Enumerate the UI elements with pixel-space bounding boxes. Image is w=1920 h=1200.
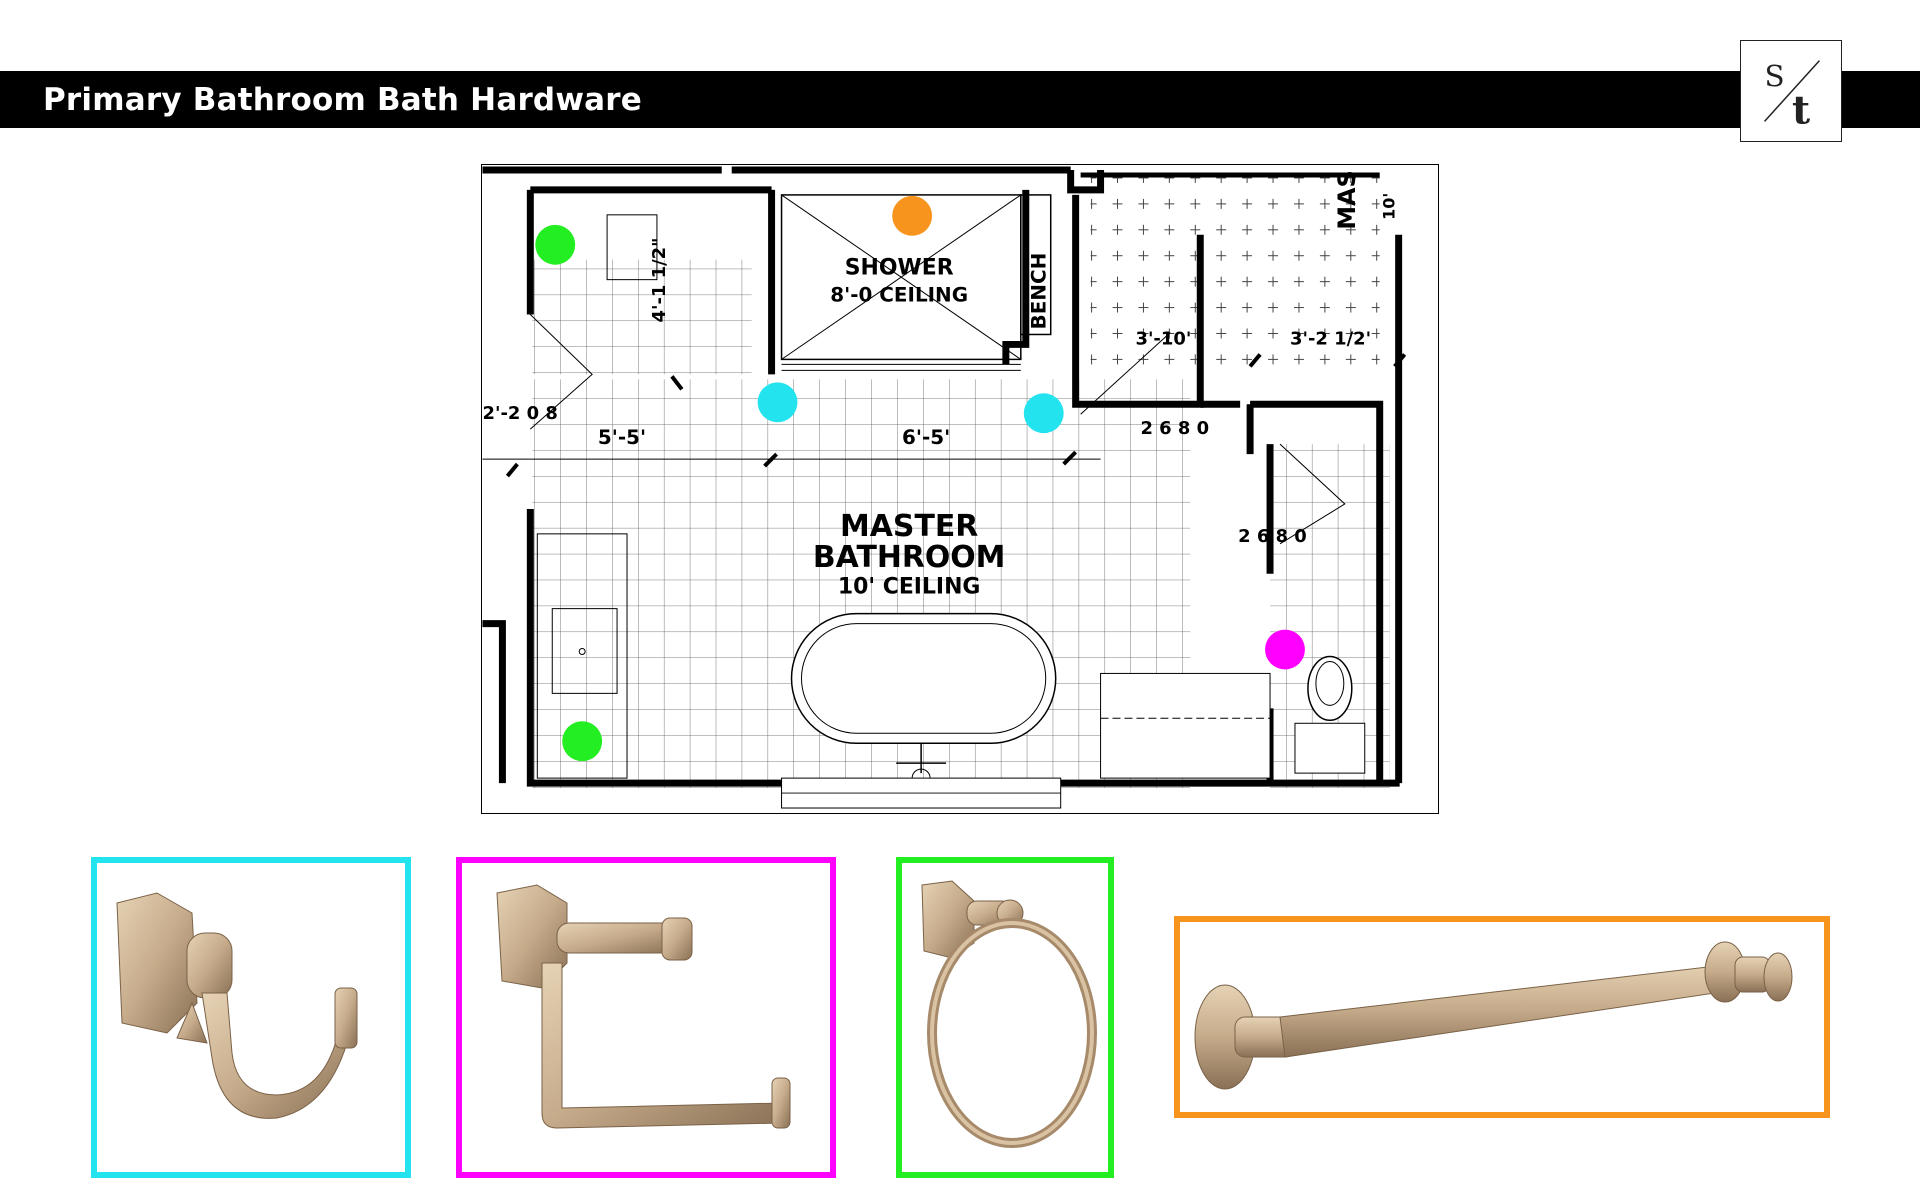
svg-text:S: S [1765, 59, 1785, 93]
robe-hook-icon [116, 892, 358, 1119]
svg-text:BATHROOM: BATHROOM [813, 540, 1006, 575]
toilet-paper-holder-marker [1265, 629, 1305, 670]
svg-text:3'-10': 3'-10' [1135, 328, 1191, 349]
svg-text:2 6 8 0: 2 6 8 0 [1140, 418, 1209, 439]
brand-logo: S t [1740, 40, 1842, 142]
towel-ring-icon [921, 880, 1097, 1148]
grab-bar-marker [892, 195, 933, 236]
svg-text:10' CEILING: 10' CEILING [838, 575, 981, 600]
svg-text:2 6 8 0: 2 6 8 0 [1238, 526, 1307, 547]
svg-text:MASTER: MASTER [840, 509, 978, 544]
floor-plan-drawing: SHOWER 8'-0 CEILING BENCH 4'-1 1/2" MAST… [482, 165, 1407, 809]
vanity-area-tiles [532, 259, 752, 375]
svg-text:4'-1 1/2": 4'-1 1/2" [649, 237, 670, 322]
svg-text:MAS CLO: MAS CLO [1333, 165, 1361, 230]
svg-text:10': 10' [1380, 193, 1399, 220]
svg-text:BENCH: BENCH [1028, 253, 1051, 330]
grab-bar-card [1174, 916, 1830, 1118]
svg-text:t: t [1792, 87, 1810, 133]
page-title: Primary Bathroom Bath Hardware [43, 82, 642, 118]
svg-text:8'-0 CEILING: 8'-0 CEILING [830, 284, 968, 307]
svg-text:SHOWER: SHOWER [845, 256, 954, 281]
robe-hook-marker [757, 382, 798, 423]
svg-text:3'-2 1/2': 3'-2 1/2' [1290, 328, 1371, 349]
header-bar [0, 71, 1920, 128]
floor-plan: SHOWER 8'-0 CEILING BENCH 4'-1 1/2" MAST… [481, 164, 1439, 814]
toilet-paper-holder-icon [496, 884, 791, 1129]
toilet-paper-holder-card [456, 857, 836, 1178]
towel-ring-marker [562, 721, 603, 762]
towel-ring-marker [535, 224, 576, 265]
robe-hook-marker [1023, 393, 1064, 434]
svg-text:6'-5': 6'-5' [902, 426, 950, 449]
closet-floor [1090, 174, 1380, 370]
grab-bar-icon [1194, 941, 1793, 1090]
svg-text:5'-5': 5'-5' [598, 426, 646, 449]
towel-ring-card [896, 857, 1114, 1178]
robe-hook-card [91, 857, 411, 1178]
svg-text:2'-2 0 8: 2'-2 0 8 [482, 403, 557, 424]
